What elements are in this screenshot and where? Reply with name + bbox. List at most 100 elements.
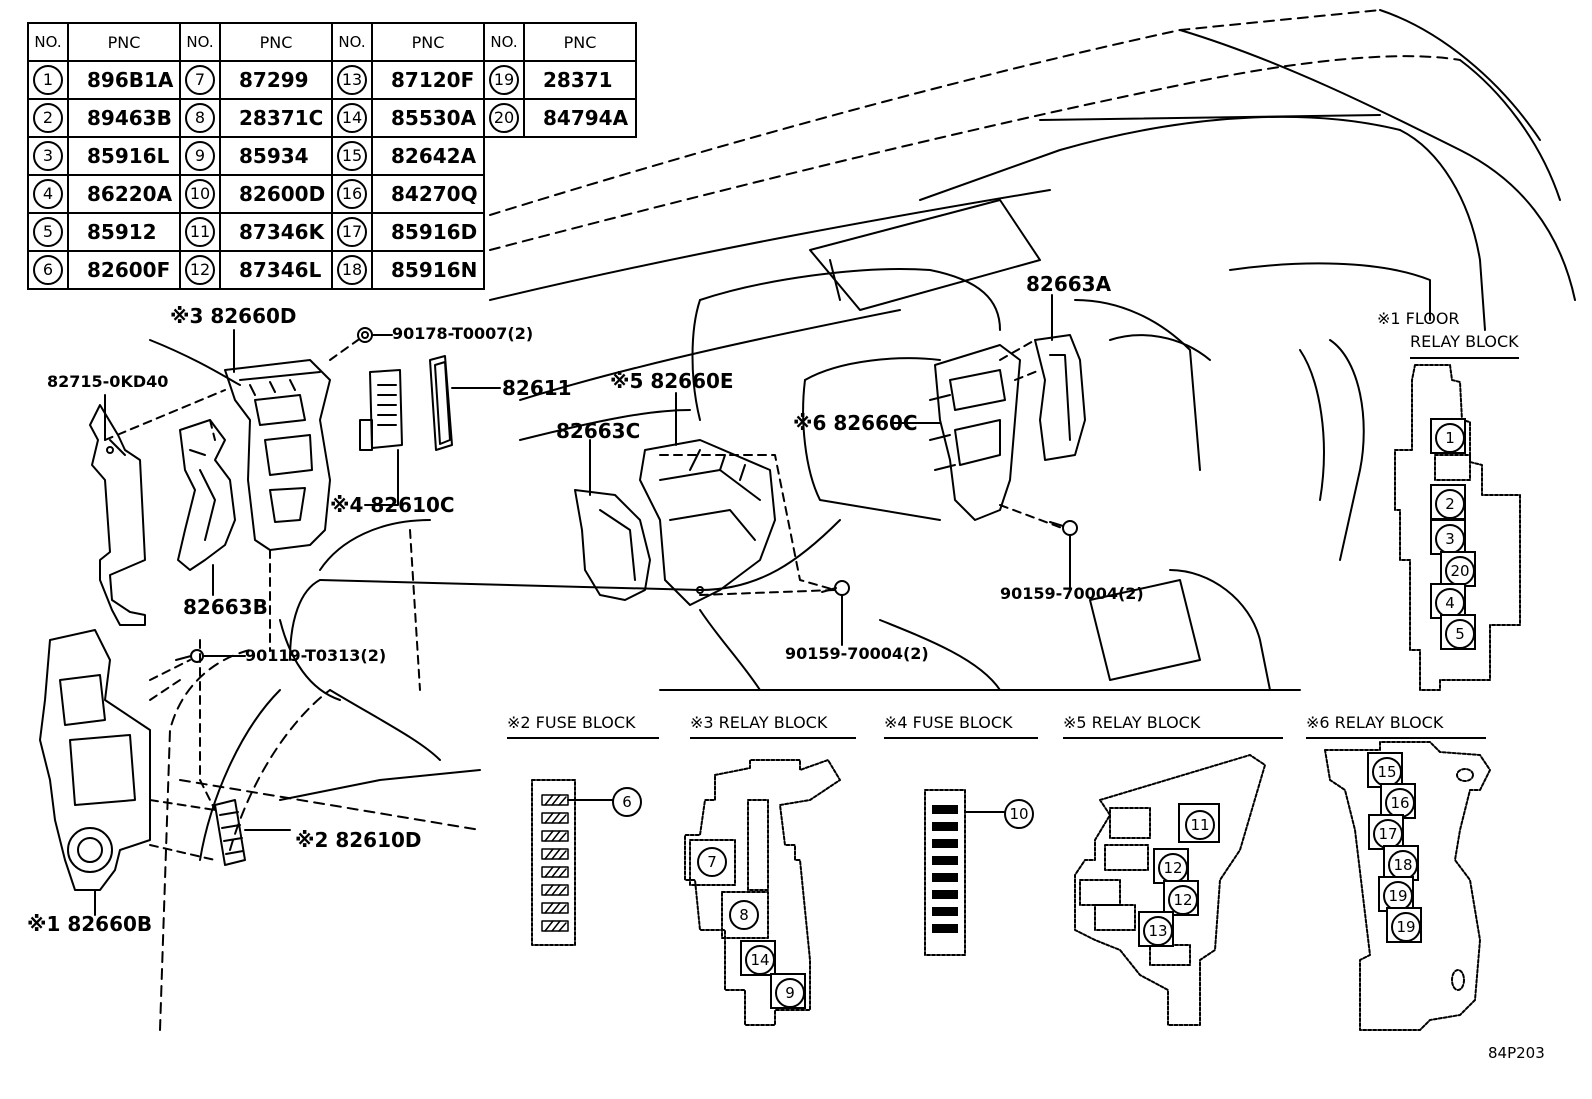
item-number-circle: 14 — [337, 103, 367, 133]
table-cell-no — [484, 213, 524, 251]
table-cell-pnc: 85934 — [219, 136, 333, 176]
relay-82660C-drawing — [929, 344, 1021, 521]
table-cell-no: 18 — [331, 250, 373, 290]
header-relay-block-5: ※5 RELAY BLOCK — [1063, 715, 1283, 739]
table-cell-no: 11 — [179, 212, 221, 252]
slot-17: 17 — [1368, 814, 1404, 850]
table-cell-pnc: 28371 — [523, 60, 637, 100]
table-cell-no: 4 — [27, 174, 69, 214]
callout-90178-T0007: 90178-T0007(2) — [392, 324, 534, 343]
part-82663A-drawing — [1034, 334, 1086, 461]
table-cell-no: 8 — [179, 98, 221, 138]
relay-82660D-drawing — [224, 359, 331, 551]
table-cell-no: 7 — [179, 60, 221, 100]
header-pnc: PNC — [523, 22, 637, 62]
table-cell-pnc — [524, 175, 636, 213]
marker-5: 5 — [1445, 619, 1475, 649]
callout-82611: 82611 — [502, 376, 572, 400]
relay-82660E-drawing — [639, 439, 776, 606]
item-number-circle: 11 — [185, 217, 215, 247]
slot-19b: 19 — [1386, 907, 1422, 943]
slot-4: 4 — [1430, 583, 1466, 619]
table-cell-pnc — [524, 251, 636, 289]
slot-13: 13 — [1138, 911, 1174, 947]
table-cell-no — [484, 137, 524, 175]
item-number-circle: 20 — [489, 103, 519, 133]
item-number-circle: 7 — [185, 65, 215, 95]
callout-82660D: ※3 82660D — [170, 304, 297, 328]
table-cell-pnc: 85916L — [67, 136, 181, 176]
cover-82611-drawing — [429, 355, 453, 451]
callout-82610D: ※2 82610D — [295, 828, 422, 852]
callout-82663B: 82663B — [183, 595, 268, 619]
marker-13: 13 — [1143, 916, 1173, 946]
table-cell-pnc: 896B1A — [67, 60, 181, 100]
item-number-circle: 19 — [489, 65, 519, 95]
item-number-circle: 15 — [337, 141, 367, 171]
item-number-circle: 1 — [33, 65, 63, 95]
marker-20: 20 — [1445, 556, 1475, 586]
marker-17: 17 — [1373, 819, 1403, 849]
marker-12-bottom: 12 — [1168, 885, 1198, 915]
table-cell-pnc: 82600D — [219, 174, 333, 214]
item-number-circle: 13 — [337, 65, 367, 95]
table-cell-no: 14 — [331, 98, 373, 138]
callout-90159-70004-lower: 90159-70004(2) — [785, 644, 929, 663]
slot-12a: 12 — [1153, 848, 1189, 884]
marker-3: 3 — [1435, 524, 1465, 554]
header-no: NO. — [483, 22, 525, 62]
floor-block-title-line1: ※1 FLOOR — [1377, 309, 1460, 328]
slot-14: 14 — [740, 940, 776, 976]
item-number-circle: 9 — [185, 141, 215, 171]
callout-82663A: 82663A — [1026, 272, 1112, 296]
floor-block-title-line2: RELAY BLOCK — [1410, 331, 1519, 359]
figure-code: 84P203 — [1488, 1044, 1545, 1062]
fuse-82610C-drawing — [359, 369, 403, 451]
bolt-90178 — [357, 327, 373, 343]
fuse-block-2-schematic — [531, 779, 613, 946]
header-pnc: PNC — [219, 22, 333, 62]
item-number-circle: 17 — [337, 217, 367, 247]
table-cell-no: 16 — [331, 174, 373, 214]
header-relay-block-3: ※3 RELAY BLOCK — [690, 715, 856, 739]
header-no: NO. — [27, 22, 69, 62]
slot-5: 5 — [1440, 614, 1476, 650]
slot-20: 20 — [1440, 551, 1476, 587]
slot-16: 16 — [1380, 783, 1416, 819]
marker-1: 1 — [1435, 423, 1465, 453]
slot-2: 2 — [1430, 484, 1466, 520]
table-cell-pnc: 87346K — [219, 212, 333, 252]
bracket-82715-drawing — [89, 404, 146, 626]
marker-6: 6 — [612, 787, 642, 817]
table-cell-pnc — [524, 213, 636, 251]
table-cell-pnc: 84270Q — [371, 174, 485, 214]
callout-82715-0KD40: 82715-0KD40 — [47, 372, 169, 391]
slot-3: 3 — [1430, 519, 1466, 555]
header-no: NO. — [179, 22, 221, 62]
header-no: NO. — [331, 22, 373, 62]
callout-82610C: ※4 82610C — [330, 493, 455, 517]
relay-block-3-schematic — [684, 759, 841, 1026]
header-fuse-block-2: ※2 FUSE BLOCK — [507, 715, 659, 739]
item-number-circle: 5 — [33, 217, 63, 247]
item-number-circle: 18 — [337, 255, 367, 285]
table-cell-no: 10 — [179, 174, 221, 214]
table-cell-no: 9 — [179, 136, 221, 176]
table-cell-pnc: 87120F — [371, 60, 485, 100]
marker-7: 7 — [697, 847, 727, 877]
slot-11: 11 — [1178, 803, 1220, 843]
dashboard-outline — [149, 9, 1576, 1031]
marker-19-bottom: 19 — [1391, 912, 1421, 942]
item-number-circle: 12 — [185, 255, 215, 285]
header-relay-block-6: ※6 RELAY BLOCK — [1306, 715, 1486, 739]
item-number-circle: 16 — [337, 179, 367, 209]
marker-11: 11 — [1185, 810, 1215, 840]
item-number-circle: 2 — [33, 103, 63, 133]
table-cell-no: 20 — [483, 98, 525, 138]
